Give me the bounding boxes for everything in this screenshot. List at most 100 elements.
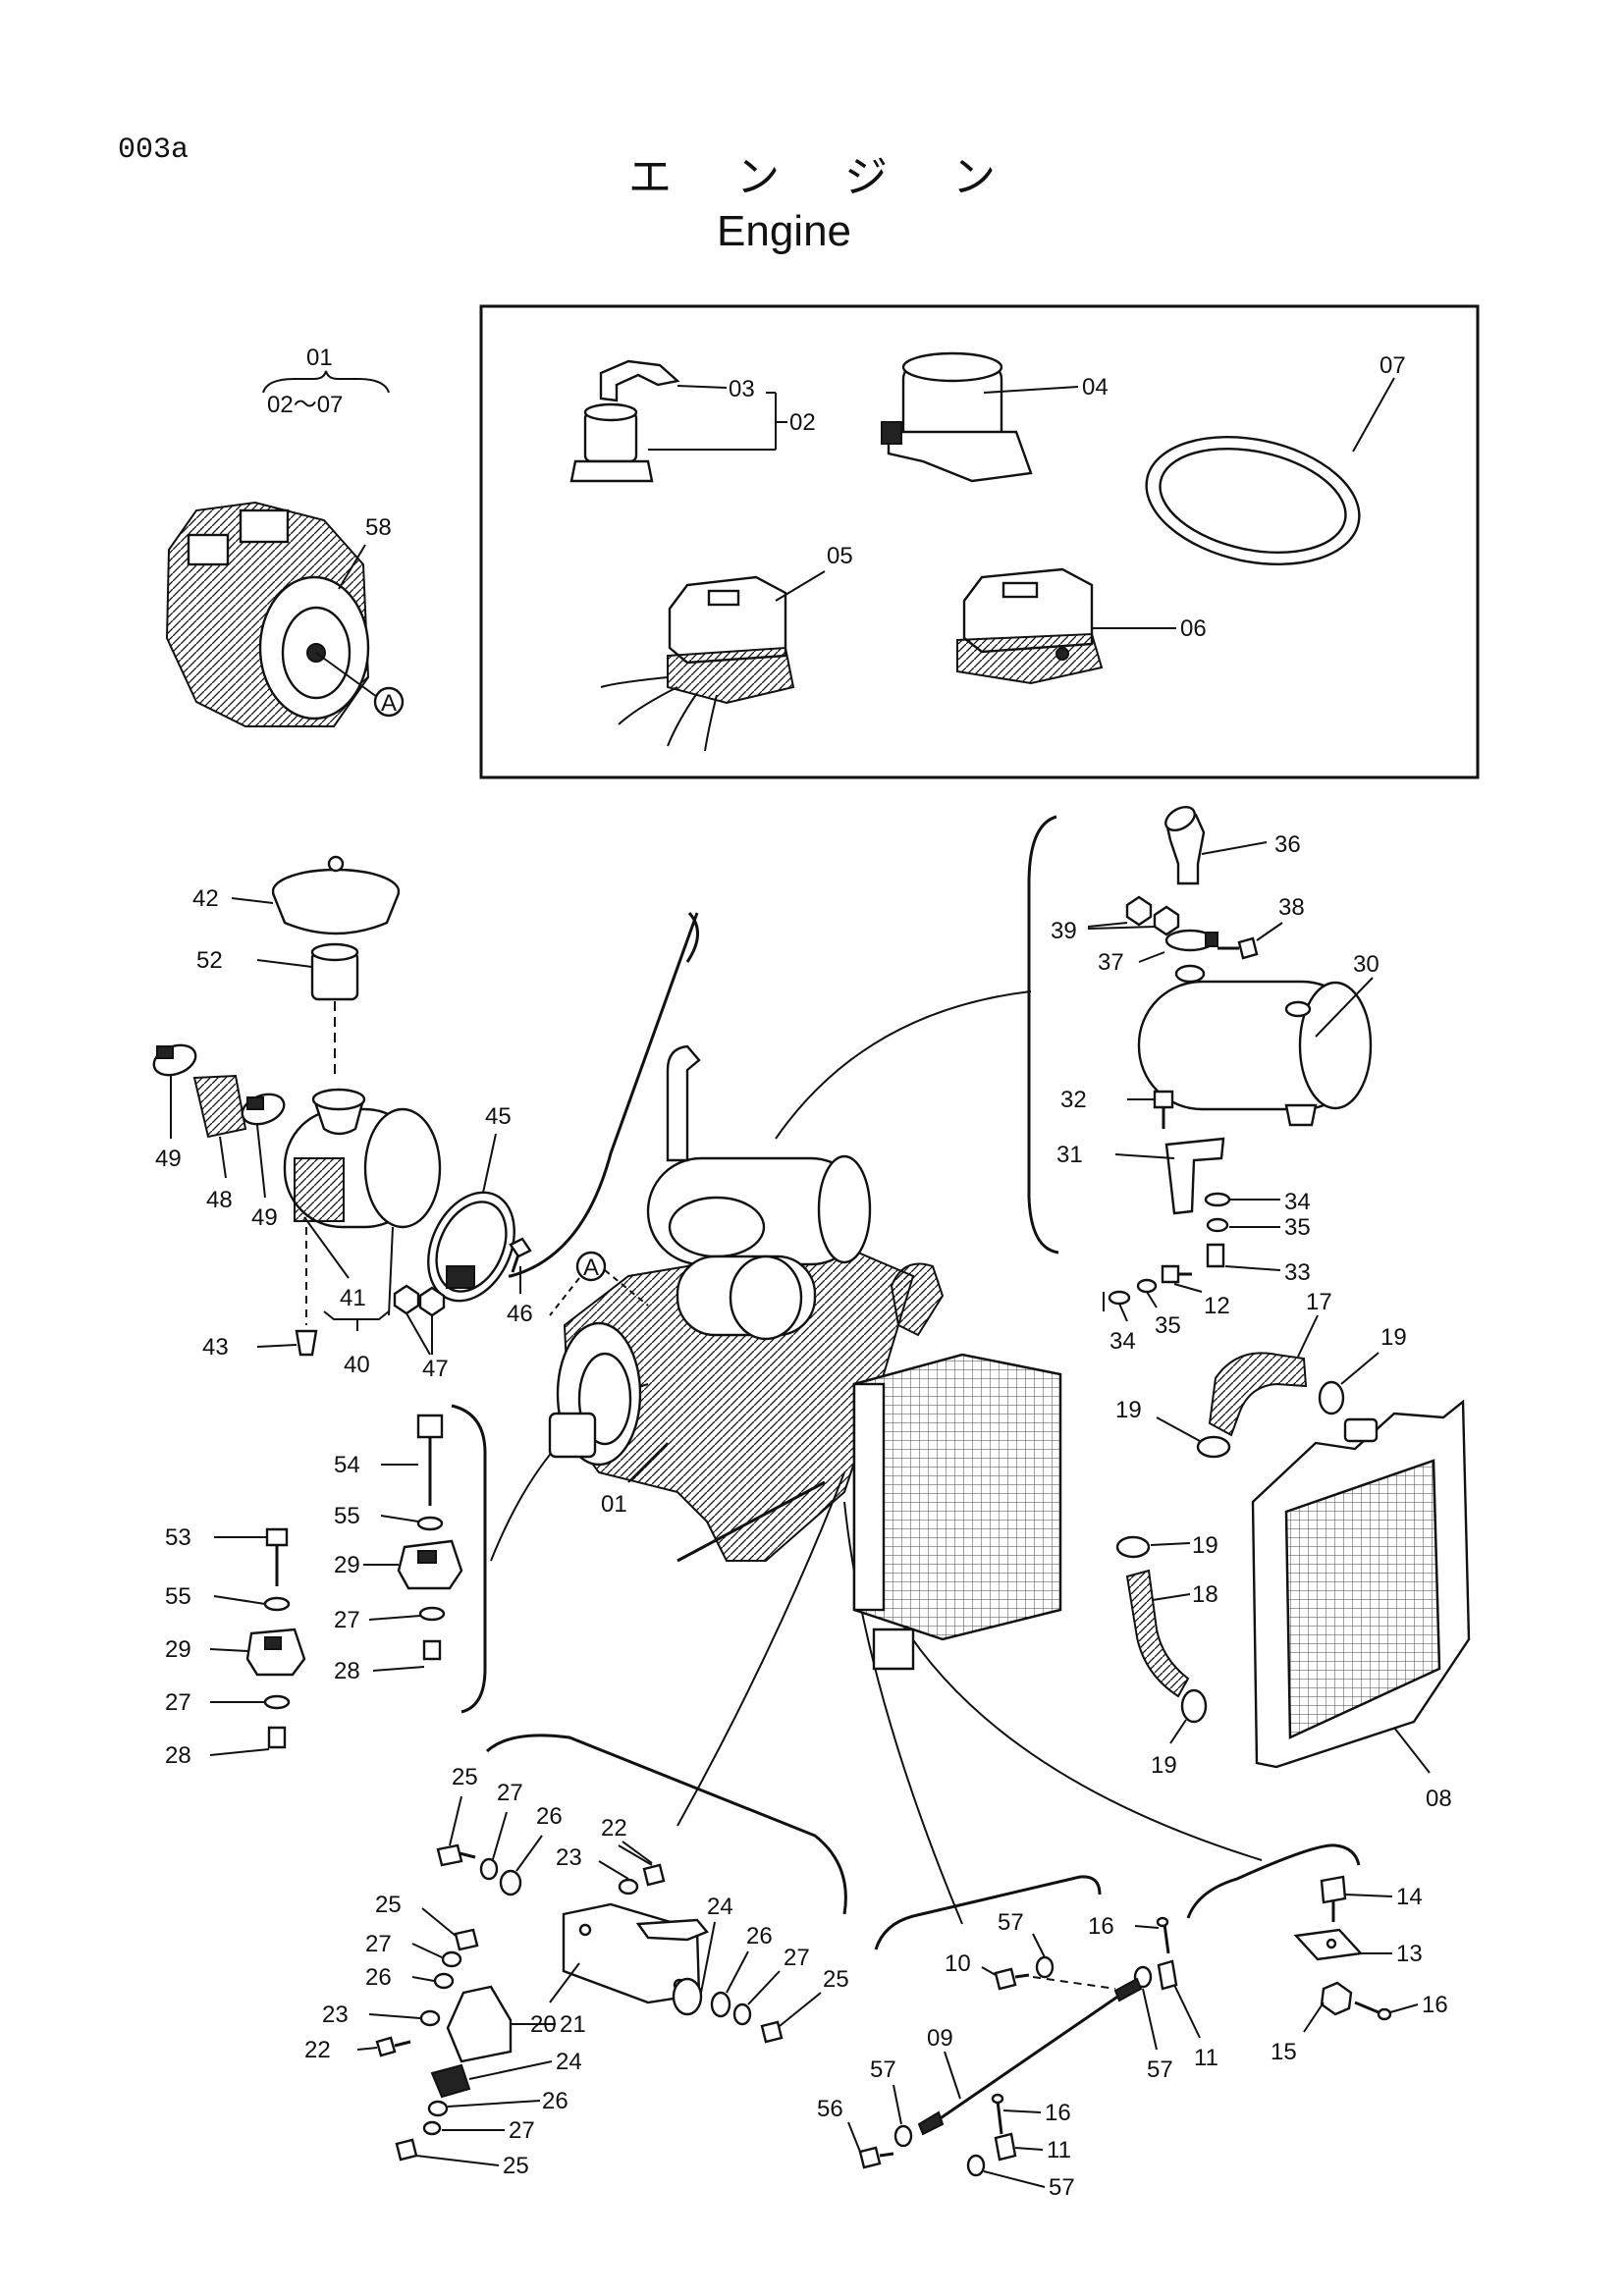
link-arc-muffler: [775, 990, 1032, 1140]
label-25-b: 25: [823, 1966, 849, 1993]
label-42: 42: [192, 885, 219, 912]
label-19-c: 19: [1192, 1532, 1218, 1559]
label-12: 12: [1204, 1293, 1230, 1319]
control-rod-group: 16 10 57 57 11 09 56 57: [817, 1909, 1218, 2201]
label-23-b: 23: [322, 2002, 349, 2028]
label-05: 05: [827, 543, 853, 569]
bracket-lever: [1186, 1843, 1361, 1919]
label-34-top: 34: [1284, 1189, 1311, 1215]
label-43: 43: [202, 1334, 229, 1361]
assembly-note-bottom: 02〜07: [267, 392, 343, 418]
belt-07: 07: [1145, 352, 1406, 566]
label-31: 31: [1056, 1142, 1083, 1168]
label-39: 39: [1051, 918, 1077, 944]
label-26-b: 26: [746, 1923, 773, 1949]
relay-04: 04: [881, 351, 1109, 483]
assembly-note: 01 02〜07: [262, 345, 390, 418]
label-28-b: 28: [165, 1742, 191, 1769]
label-25-d: 25: [503, 2153, 529, 2179]
label-53: 53: [165, 1524, 191, 1551]
link-arc-radiator: [893, 1609, 1263, 1861]
label-27-a: 27: [334, 1607, 360, 1633]
label-47: 47: [422, 1356, 449, 1382]
label-34-bottom: 34: [1109, 1328, 1136, 1355]
label-06: 06: [1180, 615, 1207, 642]
label-29-a: 29: [334, 1552, 360, 1578]
label-10: 10: [945, 1950, 971, 1977]
label-55-a: 55: [334, 1503, 360, 1529]
label-24-a: 24: [707, 1894, 733, 1920]
page-code: 003a: [118, 133, 189, 167]
label-35-top: 35: [1284, 1214, 1311, 1241]
callout-a-text: A: [381, 690, 397, 717]
label-21: 21: [560, 2011, 586, 2038]
muffler-group: 36 37 38 39 30 32 31 3: [1051, 806, 1380, 1355]
label-37: 37: [1098, 949, 1124, 976]
label-19-b: 19: [1115, 1397, 1142, 1423]
label-25-a: 25: [452, 1764, 478, 1790]
callout-a-engine-text: A: [583, 1255, 599, 1281]
bracket-muffler: [1027, 815, 1059, 1255]
air-cleaner-group: 42 52 45 46 47 48: [152, 855, 533, 1382]
label-27-b: 27: [165, 1689, 191, 1716]
key-switch-02: 03 02: [569, 359, 816, 483]
title-english: Engine: [717, 207, 851, 255]
label-52: 52: [196, 947, 223, 974]
label-33: 33: [1284, 1259, 1311, 1286]
label-16-a: 16: [1088, 1913, 1114, 1940]
label-27-c: 27: [497, 1780, 523, 1806]
assembly-brace: [262, 370, 390, 394]
label-27-e: 27: [365, 1931, 392, 1957]
label-26-c: 26: [365, 1964, 392, 1991]
label-40: 40: [344, 1352, 370, 1378]
label-29-b: 29: [165, 1636, 191, 1663]
label-56: 56: [817, 2096, 843, 2122]
label-57-b: 57: [1147, 2056, 1173, 2083]
label-27-d: 27: [784, 1945, 810, 1971]
radiator-group: 17 19 19 19 18 19 08: [1115, 1289, 1471, 1812]
label-11-a: 11: [1194, 2045, 1218, 2071]
label-24-b: 24: [556, 2049, 582, 2075]
label-11-b: 11: [1047, 2137, 1071, 2163]
link-arc-bracket: [676, 1471, 845, 1827]
label-15: 15: [1271, 2039, 1297, 2065]
label-46: 46: [507, 1301, 533, 1327]
label-49-right: 49: [251, 1204, 278, 1231]
bracket-mount: [451, 1404, 487, 1714]
label-16-c: 16: [1422, 1992, 1448, 2018]
label-25-c: 25: [375, 1892, 402, 1918]
label-45: 45: [485, 1103, 512, 1130]
kit-frame: [479, 304, 1480, 779]
label-48: 48: [206, 1187, 233, 1213]
label-36: 36: [1274, 831, 1301, 858]
label-23-a: 23: [556, 1844, 582, 1871]
bracket-rod: [874, 1875, 1102, 1950]
label-19-a: 19: [1380, 1324, 1407, 1351]
label-19-d: 19: [1151, 1752, 1177, 1779]
label-57-c: 57: [870, 2056, 896, 2083]
label-22-b: 22: [304, 2037, 331, 2063]
label-18: 18: [1192, 1581, 1218, 1608]
label-02: 02: [789, 409, 816, 436]
label-26-a: 26: [536, 1803, 563, 1830]
label-32: 32: [1060, 1087, 1087, 1113]
label-57-a: 57: [998, 1909, 1024, 1936]
label-57-d: 57: [1049, 2174, 1075, 2201]
label-58: 58: [365, 514, 392, 541]
label-04: 04: [1082, 374, 1109, 400]
regulator-05: 05: [600, 543, 853, 752]
regulator-06: 06: [956, 567, 1207, 685]
label-54: 54: [334, 1452, 360, 1478]
label-55-b: 55: [165, 1583, 191, 1610]
label-41: 41: [340, 1285, 366, 1311]
label-35-bottom: 35: [1155, 1312, 1181, 1339]
label-07: 07: [1380, 352, 1406, 379]
label-26-d: 26: [542, 2088, 568, 2114]
callout-a-marker: [373, 686, 405, 718]
label-22-a: 22: [601, 1815, 627, 1842]
label-09: 09: [927, 2025, 953, 2052]
bracket-aircleaner-top: [685, 911, 699, 963]
label-38: 38: [1278, 894, 1305, 921]
label-08: 08: [1426, 1786, 1452, 1812]
